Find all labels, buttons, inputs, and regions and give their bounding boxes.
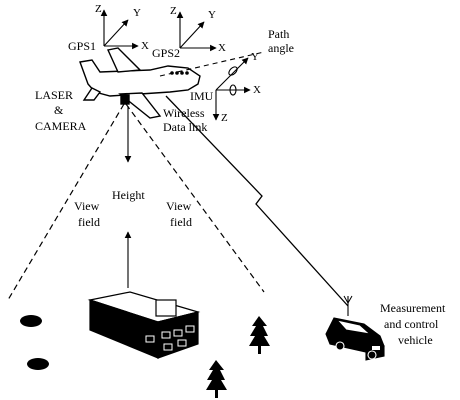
tree-icon (249, 316, 270, 354)
laser-label-line2: & (54, 103, 64, 117)
imu-x-label: X (253, 84, 261, 96)
imu-y-label: Y (251, 51, 259, 63)
gps1-z-label: Z (95, 3, 102, 15)
measurement-vehicle (325, 317, 385, 361)
gps1-y-label: Y (133, 7, 141, 19)
view-field-right-label-line2: field (170, 215, 192, 229)
view-field-left-label-line2: field (78, 215, 100, 229)
vehicle-label-line3: vehicle (398, 333, 433, 347)
laser-label-line1: LASER (35, 88, 73, 102)
gps2-axes (176, 11, 217, 52)
vehicle-label-line2: and control (384, 317, 439, 331)
vehicle-label-line1: Measurement (380, 301, 446, 315)
wireless-label-line2: Data link (163, 120, 207, 134)
gps2-y-label: Y (208, 9, 216, 21)
gps2-x-label: X (218, 42, 226, 54)
aircraft (79, 47, 201, 119)
bush-icon (27, 358, 49, 370)
height-label: Height (112, 188, 145, 202)
view-field-right-label-line1: View (166, 199, 192, 213)
laser-camera-sensor (120, 94, 130, 105)
view-field-right-edge (125, 103, 265, 293)
wireless-data-link (165, 95, 349, 307)
tree-icon (206, 360, 227, 398)
laser-label-line3: CAMERA (35, 119, 87, 133)
imu-label: IMU (190, 89, 214, 103)
gps1-axes (100, 9, 139, 50)
gps1-x-label: X (141, 40, 149, 52)
gps2-z-label: Z (170, 5, 177, 17)
path-angle-label-line2: angle (268, 41, 294, 55)
gps2-label: GPS2 (152, 46, 180, 60)
building (87, 291, 201, 359)
gps1-label: GPS1 (68, 39, 96, 53)
imu-z-label: Z (221, 112, 228, 124)
wireless-label-line1: Wireless (163, 106, 205, 120)
imu-axes (212, 57, 251, 121)
view-field-left-label-line1: View (74, 199, 100, 213)
view-field-left-edge (7, 103, 125, 301)
bush-icon (20, 315, 42, 327)
path-angle-label-line1: Path (268, 27, 289, 41)
